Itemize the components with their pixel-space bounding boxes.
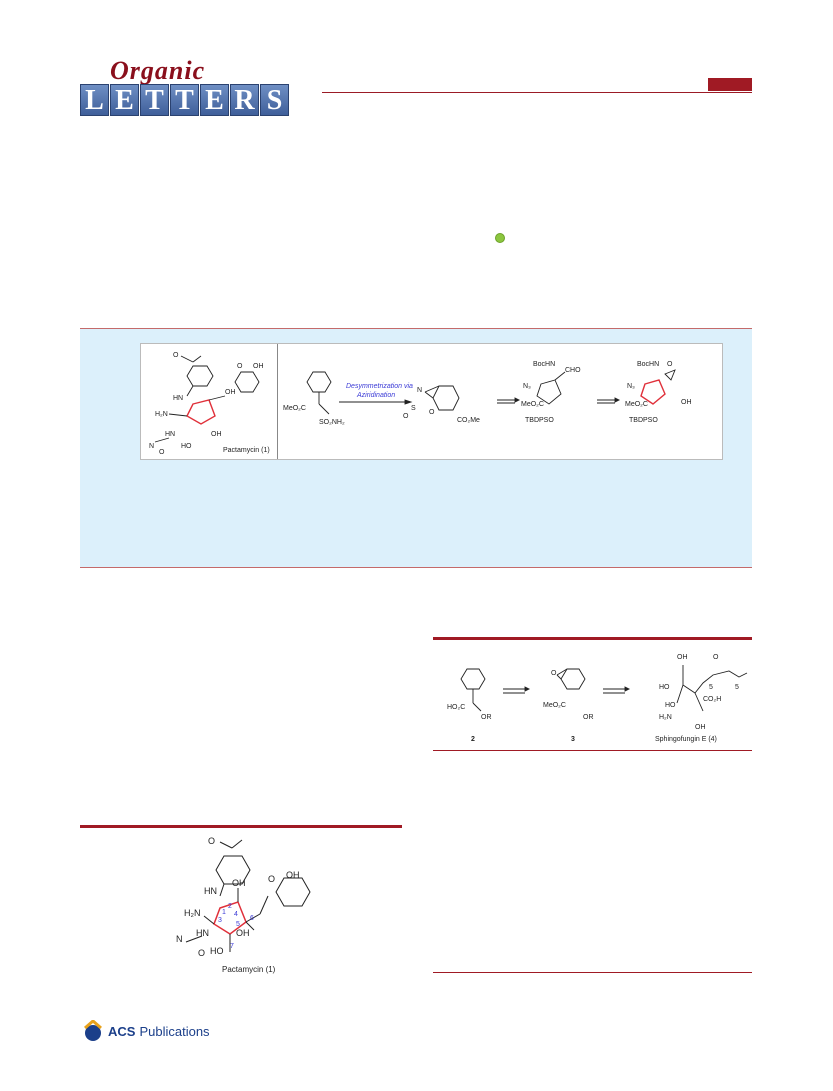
publications-text: Publications [139,1023,210,1039]
figure-caption: Pactamycin (1) [222,965,276,974]
atom-label: OR [583,714,594,721]
atom-label: HO₂C [447,704,465,711]
right-column-rule [433,972,752,973]
arrow-label: Aziridination [356,392,395,399]
toc-scheme [306,369,676,415]
compound-label: Sphingofungin E (4) [655,736,717,743]
pactamycin-structure: O HN OH O OH H₂N HN OH HO N O [149,352,264,456]
logo-letter: L [80,84,109,116]
atom-label: OH [236,928,250,938]
journal-logo: Organic L E T T E R S [80,56,320,122]
atom-label: HN [196,928,209,938]
atom-label: OH [681,399,692,406]
atom-label: O [713,654,719,661]
figure-top-rule [80,825,402,828]
logo-letter: R [230,84,259,116]
logo-letter: T [140,84,169,116]
atom-label: N [417,387,422,394]
atom-label: N [149,443,154,450]
toc-divider [277,344,278,459]
atom-label: HN [165,431,175,438]
atom-label: HN [204,886,217,896]
logo-letter: T [170,84,199,116]
supporting-info-icon[interactable] [495,233,505,243]
toc-graphic: O HN OH O OH H₂N HN OH HO N O Pactamycin… [140,343,723,460]
atom-label: HN [173,395,183,402]
carbon-number: 6 [250,915,254,922]
carbon-number: 3 [218,917,222,924]
atom-label: HO [659,684,670,691]
atom-label: TBDPSO [629,417,658,424]
acs-emblem-icon [84,1020,102,1041]
atom-label: BocHN [533,361,555,368]
scheme-top-rule [433,637,752,640]
atom-label: MeO₂C [625,401,648,408]
arrow-label: Desymmetrization via [346,383,413,390]
atom-label: O [173,352,179,359]
subscript-label: 5 [709,684,713,691]
atom-label: CO₂Me [457,417,480,424]
atom-label: SO₂NH₂ [319,419,345,426]
atom-label: N [176,934,183,944]
atom-label: OH [677,654,688,661]
carbon-number: 2 [228,903,232,910]
scheme-1: HO₂C OR O MeO₂C OR OH HO O HO CO₂H H₂N O… [447,654,748,743]
atom-label: MeO₂C [283,405,306,412]
atom-label: O [551,670,557,677]
atom-label: N₃ [627,383,635,390]
atom-label: CHO [565,367,581,374]
atom-label: BocHN [637,361,659,368]
atom-label: TBDPSO [525,417,554,424]
carbon-number: 5 [236,921,240,928]
atom-label: O [159,449,165,456]
atom-label: O [237,363,243,370]
atom-label: OH [211,431,222,438]
carbon-number: 7 [230,943,234,950]
atom-label: O [198,948,205,958]
logo-letter: S [260,84,289,116]
atom-label: OH [286,870,300,880]
logo-letter: E [200,84,229,116]
logo-letter: E [110,84,139,116]
carbon-number: 4 [234,911,238,918]
atom-label: O [429,409,435,416]
acs-text: ACS [108,1023,136,1039]
acs-publications-logo[interactable]: ACS Publications [82,1020,210,1042]
atom-label: OH [225,389,236,396]
carbon-number: 1 [222,909,226,916]
logo-script: Organic [110,56,206,85]
atom-label: HO [665,702,676,709]
atom-label: OH [232,878,246,888]
figure-1: O HN OH O OH H₂N HN OH N O HO 1 2 3 4 5 … [176,836,311,974]
compound-label: 2 [471,736,475,743]
atom-label: OR [481,714,492,721]
subscript-label: 5 [735,684,739,691]
atom-label: O [268,874,275,884]
toc-structures: O HN OH O OH H₂N HN OH HO N O Pactamycin… [149,352,692,456]
compound-label: 3 [571,736,575,743]
atom-label: HO [181,443,192,450]
header-color-block [708,78,752,91]
scheme-bottom-rule [433,750,752,751]
atom-label: O [667,361,673,368]
atom-label: S [411,405,416,412]
header-rule [322,92,752,93]
atom-label: H₂N [184,908,201,918]
atom-label: OH [253,363,264,370]
pactamycin-label: Pactamycin (1) [223,447,270,454]
atom-label: H₂N [155,411,168,418]
atom-label: N₃ [523,383,531,390]
atom-label: O [403,413,409,420]
atom-label: MeO₂C [543,702,566,709]
atom-label: O [208,836,215,846]
atom-label: H₂N [659,714,672,721]
atom-label: OH [695,724,706,731]
atom-label: MeO₂C [521,401,544,408]
atom-label: CO₂H [703,696,721,703]
atom-label: HO [210,946,224,956]
